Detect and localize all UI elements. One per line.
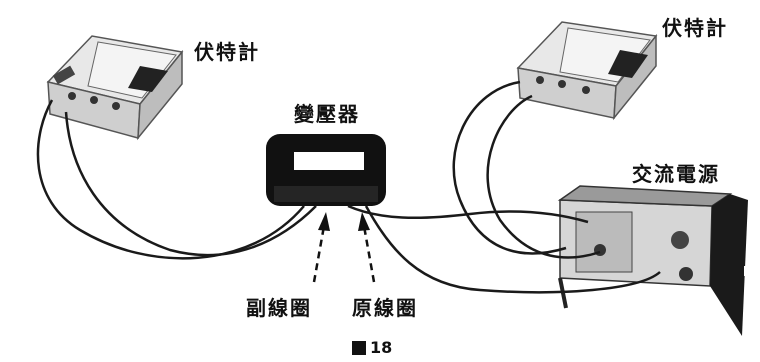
- label-voltmeter-left: 伏特計: [194, 40, 260, 64]
- figure-caption: 18: [352, 338, 392, 357]
- figure-box-icon: [352, 341, 366, 355]
- label-transformer: 變壓器: [294, 102, 360, 126]
- label-ac-source: 交流電源: [632, 162, 720, 186]
- wire-left-2: [64, 111, 317, 257]
- wire-primary-2: [364, 205, 661, 294]
- figure-number: 18: [370, 338, 393, 357]
- ac-power-source: [557, 185, 748, 336]
- wire-right-2: [486, 94, 601, 259]
- label-voltmeter-right: 伏特計: [662, 16, 728, 40]
- label-primary-coil: 原線圈: [352, 296, 418, 320]
- voltmeter-left: [46, 35, 184, 141]
- wire-primary-1: [347, 204, 589, 224]
- arrow-primary: [358, 212, 376, 283]
- arrow-secondary: [312, 212, 330, 283]
- wire-right-1: [452, 80, 567, 255]
- voltmeter-right: [516, 21, 658, 121]
- transformer: [266, 134, 386, 206]
- label-secondary-coil: 副線圈: [246, 296, 312, 320]
- wire-left-1: [36, 99, 305, 260]
- wires: [36, 80, 661, 294]
